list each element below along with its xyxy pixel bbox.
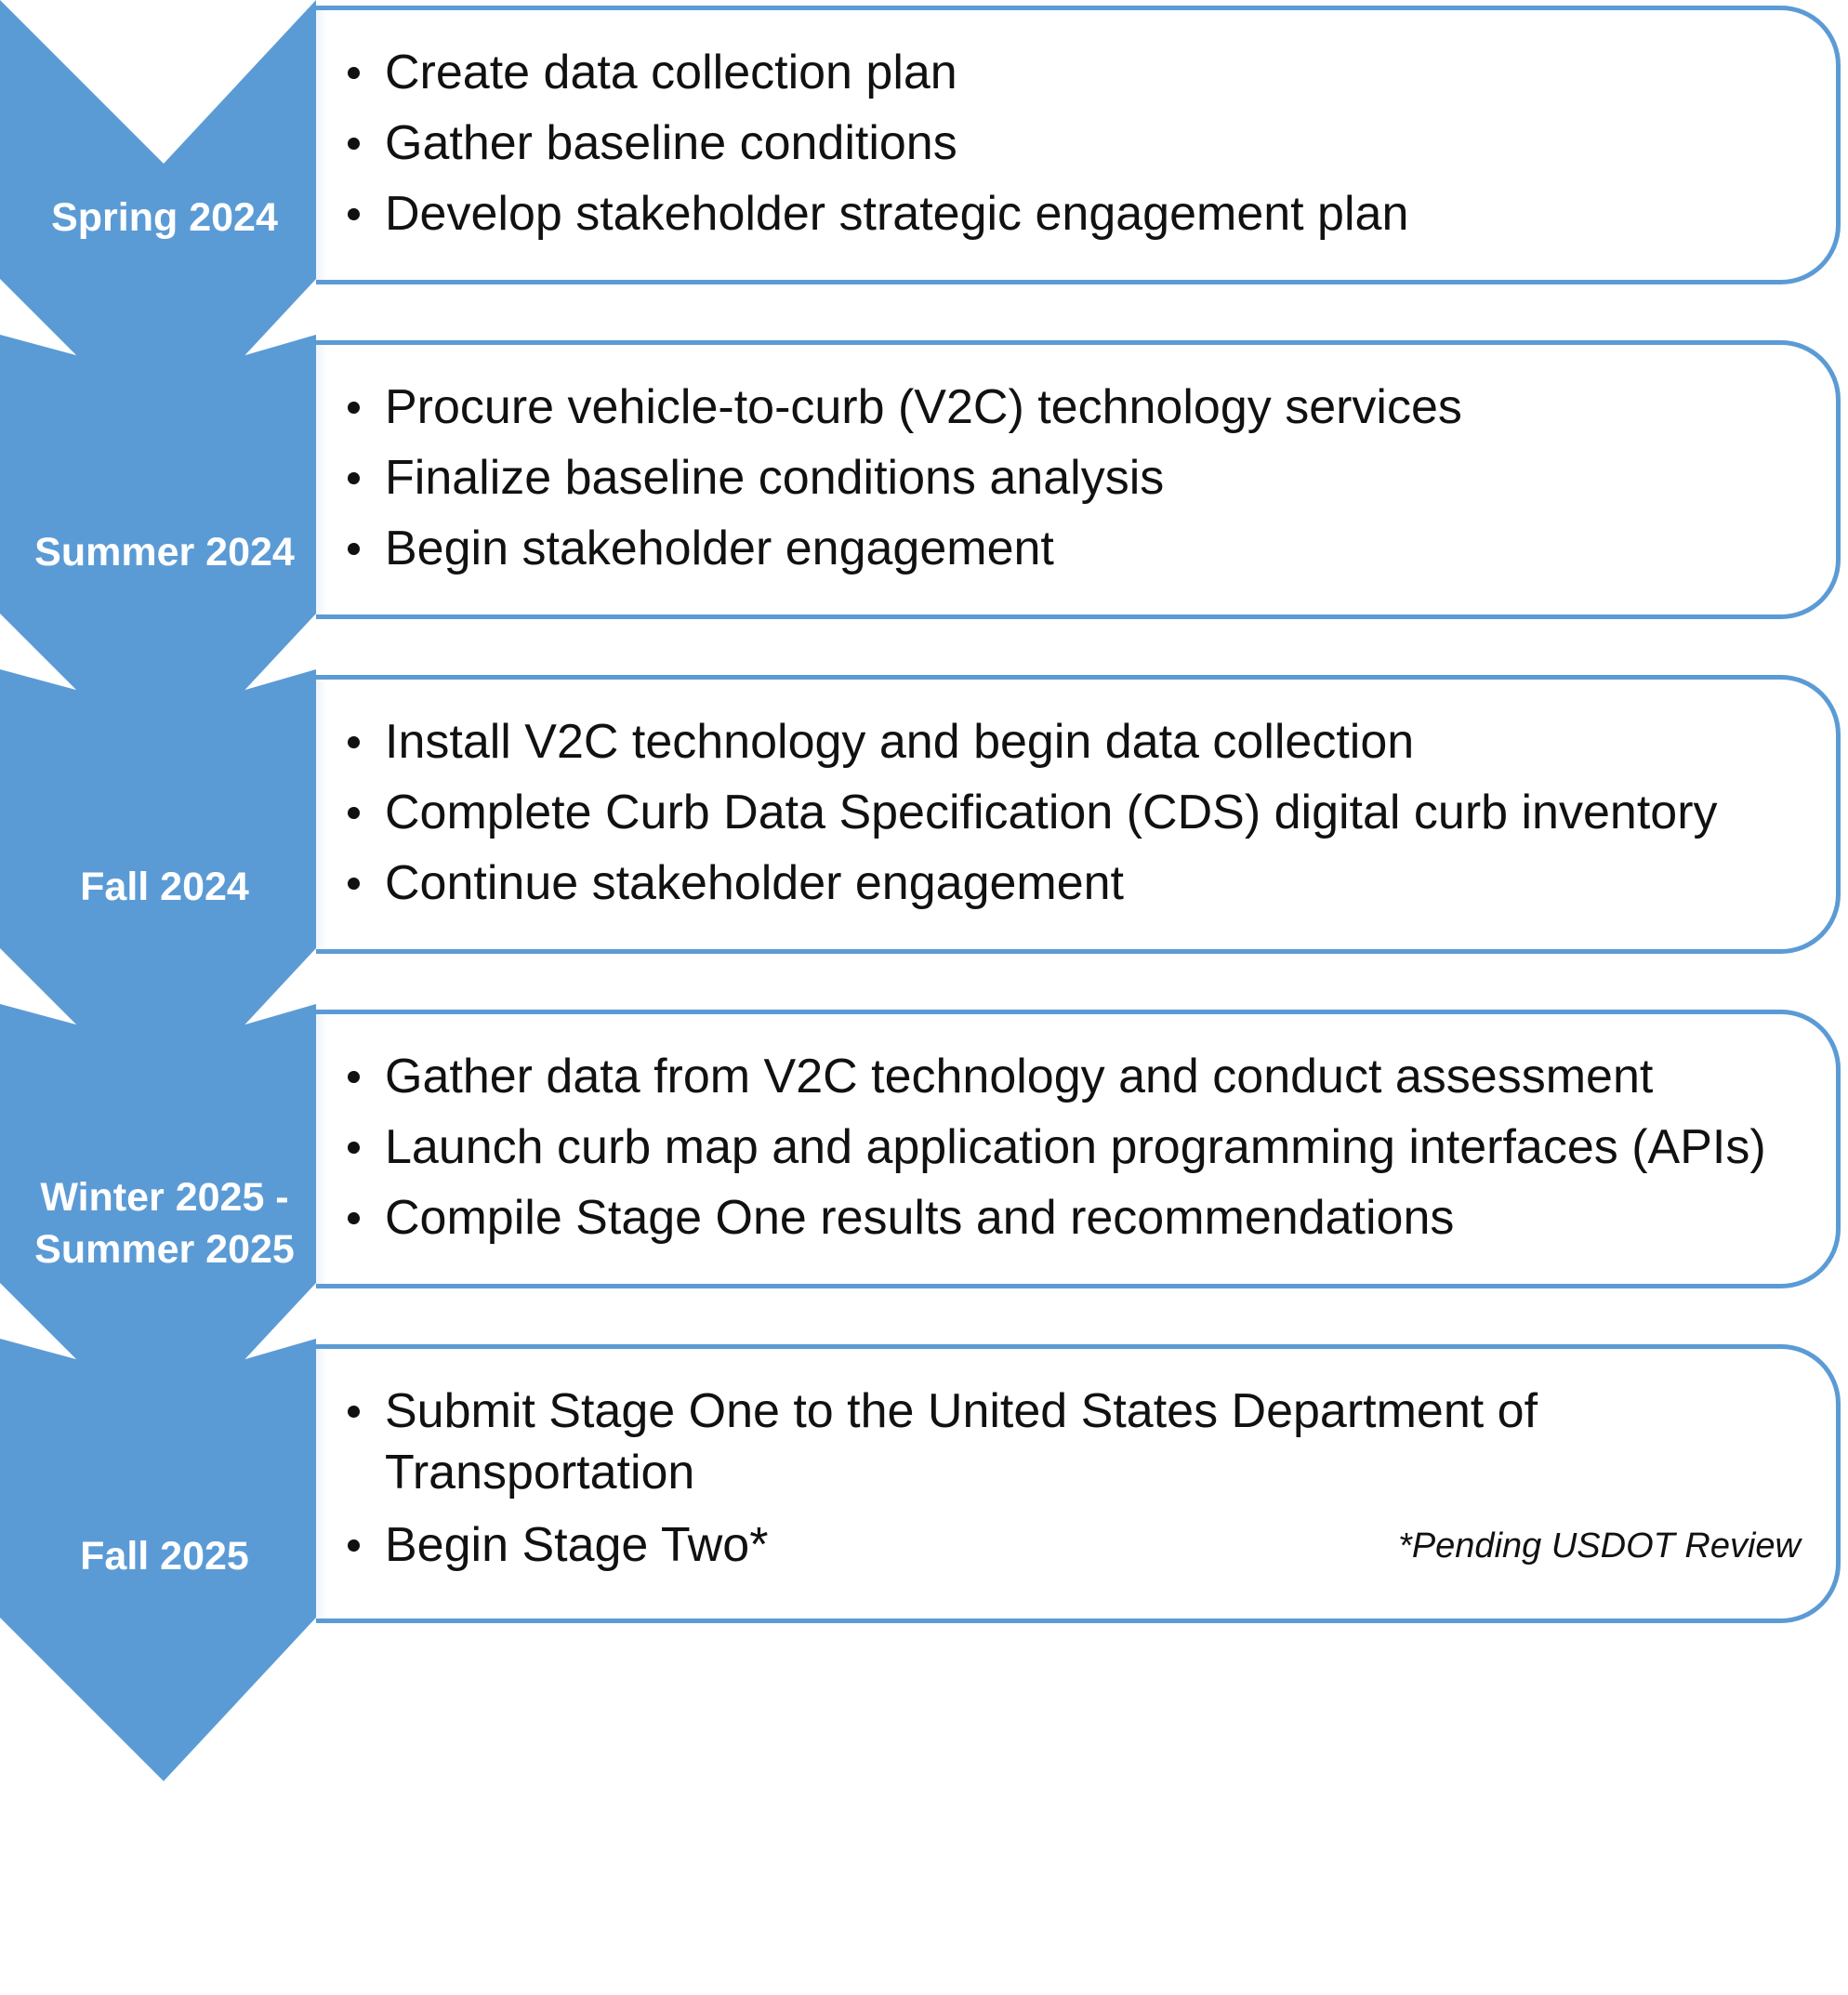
stage-label: Summer 2024: [34, 530, 295, 575]
task-list: Create data collection plan Gather basel…: [316, 10, 1836, 244]
stage-chevron: [0, 1339, 316, 1781]
task-item: Create data collection plan: [348, 42, 1817, 103]
stage-chevron: [0, 1004, 316, 1447]
stage-label: Spring 2024: [51, 195, 278, 240]
task-item: Begin stakeholder engagement: [348, 518, 1817, 579]
stage-card: Submit Stage One to the United States De…: [316, 1344, 1841, 1623]
task-item: Continue stakeholder engagement: [348, 852, 1817, 914]
stage-label: Fall 2024: [80, 865, 249, 909]
task-item: Gather data from V2C technology and cond…: [348, 1046, 1817, 1107]
stage-label: Fall 2025: [80, 1534, 249, 1579]
task-item: Submit Stage One to the United States De…: [348, 1381, 1817, 1503]
task-item: Gather baseline conditions: [348, 112, 1817, 174]
stage-card: Gather data from V2C technology and cond…: [316, 1010, 1841, 1288]
task-list: Submit Stage One to the United States De…: [316, 1349, 1836, 1576]
task-list: Install V2C technology and begin data co…: [316, 680, 1836, 914]
task-item: Install V2C technology and begin data co…: [348, 711, 1817, 773]
stage-card: Procure vehicle-to-curb (V2C) technology…: [316, 340, 1841, 619]
task-item: Launch curb map and application programm…: [348, 1116, 1817, 1178]
task-list: Gather data from V2C technology and cond…: [316, 1014, 1836, 1249]
task-list: Procure vehicle-to-curb (V2C) technology…: [316, 345, 1836, 579]
stage-chevron: [0, 0, 316, 443]
task-item: Develop stakeholder strategic engagement…: [348, 183, 1817, 244]
stage-card: Install V2C technology and begin data co…: [316, 675, 1841, 954]
task-item: Procure vehicle-to-curb (V2C) technology…: [348, 377, 1817, 438]
task-item: Begin Stage Two*: [348, 1514, 1817, 1576]
task-item: Complete Curb Data Specification (CDS) d…: [348, 782, 1817, 843]
stage-label: Winter 2025 - Summer 2025: [34, 1175, 295, 1272]
task-item: Finalize baseline conditions analysis: [348, 447, 1817, 509]
stage-card: Create data collection plan Gather basel…: [316, 6, 1841, 284]
pending-review-note: *Pending USDOT Review: [1398, 1526, 1801, 1566]
stage-chevron: [0, 335, 316, 777]
task-item: Compile Stage One results and recommenda…: [348, 1187, 1817, 1249]
stage-chevron: [0, 669, 316, 1112]
